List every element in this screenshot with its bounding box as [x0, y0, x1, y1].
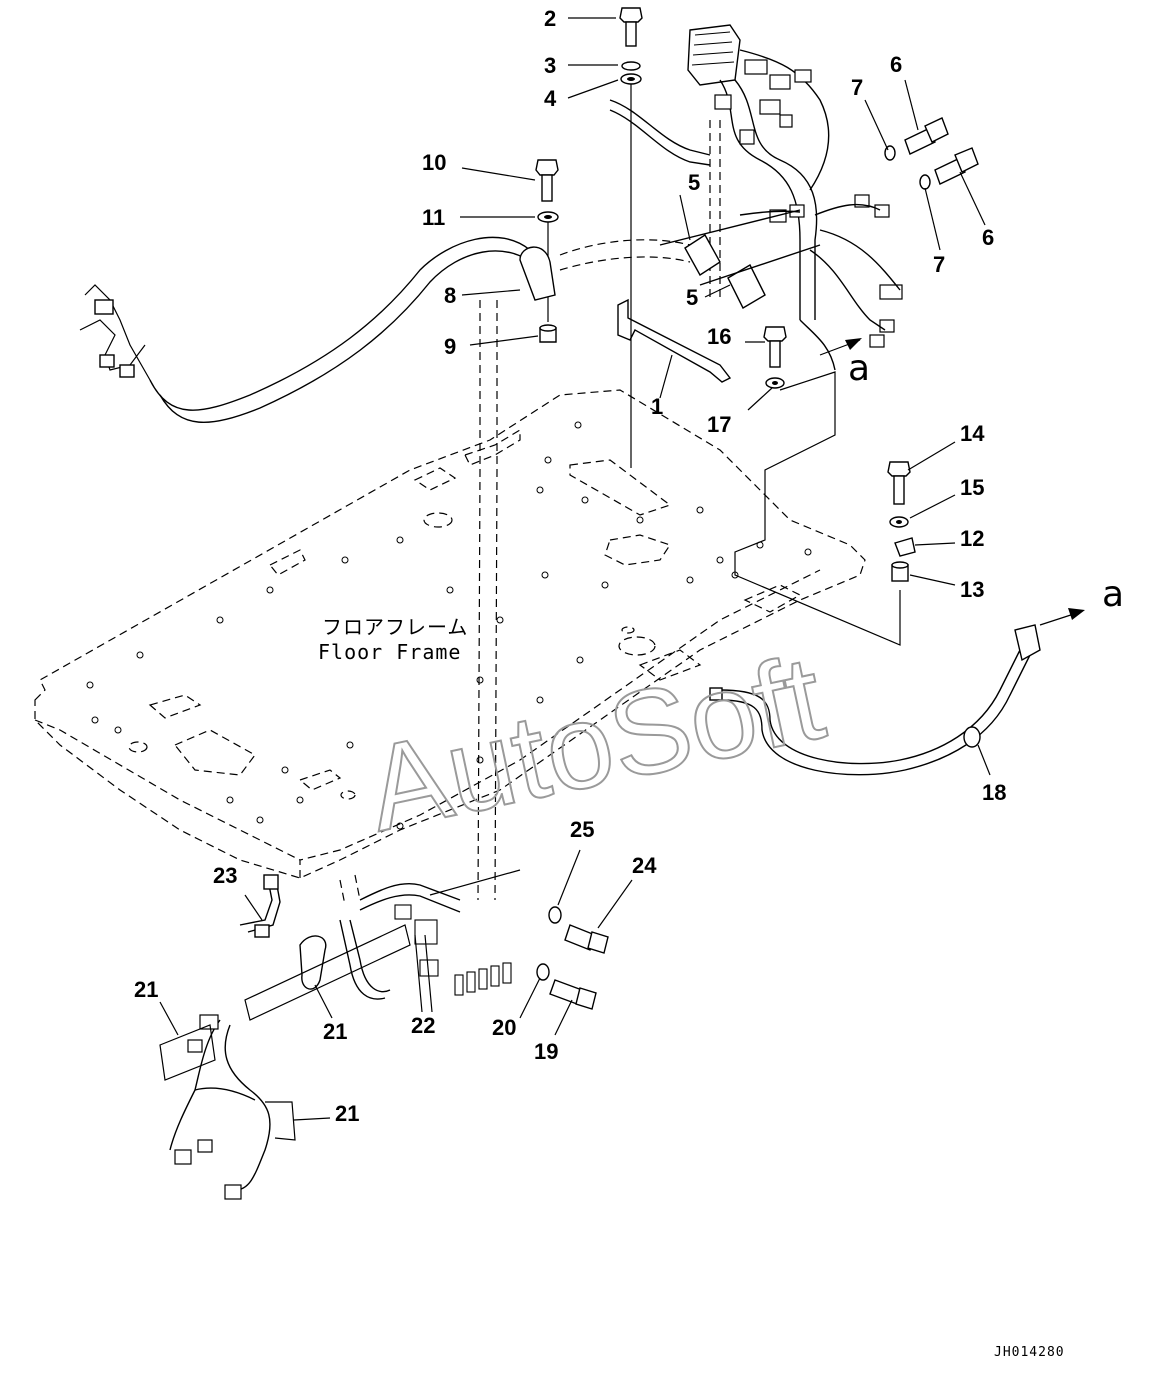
callout-11: 11: [422, 205, 445, 230]
callout-21: 21: [335, 1101, 359, 1126]
callout-2: 2: [544, 6, 556, 31]
left-harness: [79, 236, 691, 423]
callout-labels: 2 3 4 7 6 10 5 11 6 7 8 5 16 9 1 17 14 1…: [134, 6, 1006, 1126]
callout-10: 10: [422, 150, 446, 175]
callout-7: 7: [851, 75, 863, 100]
callout-13: 13: [960, 577, 984, 602]
hardware: [519, 7, 979, 1010]
callout-14: 14: [960, 421, 985, 446]
callout-12: 12: [960, 526, 984, 551]
callout-5: 5: [688, 170, 700, 195]
reference-a-upper: a: [848, 348, 870, 389]
callout-1: 1: [651, 394, 663, 419]
callout-18: 18: [982, 780, 1006, 805]
bracket-part-1: [617, 298, 732, 383]
callout-4: 4: [544, 86, 557, 111]
callout-21: 21: [134, 977, 158, 1002]
callout-8: 8: [444, 283, 456, 308]
callout-7: 7: [933, 252, 945, 277]
reference-a-right: a: [1102, 574, 1124, 615]
watermark: AutoSoft: [356, 630, 834, 857]
drawing-number: JH014280: [994, 1345, 1065, 1360]
callout-24: 24: [632, 853, 657, 878]
callout-9: 9: [444, 334, 456, 359]
floor-frame-label-en: Floor Frame: [318, 640, 461, 664]
callout-5: 5: [686, 285, 698, 310]
callout-3: 3: [544, 53, 556, 78]
callout-6: 6: [982, 225, 994, 250]
vertical-harness-route: [339, 120, 721, 906]
floor-frame-label-jp: フロアフレーム: [322, 615, 468, 639]
upper-assembly: [609, 24, 903, 371]
callout-25: 25: [570, 817, 594, 842]
callout-21: 21: [323, 1019, 347, 1044]
callout-16: 16: [707, 324, 731, 349]
callout-19: 19: [534, 1039, 558, 1064]
ground-cable: [709, 624, 1041, 776]
floor-frame: [34, 389, 866, 879]
callout-23: 23: [213, 863, 237, 888]
callout-6: 6: [890, 52, 902, 77]
callout-15: 15: [960, 475, 984, 500]
callout-17: 17: [707, 412, 731, 437]
callout-20: 20: [492, 1015, 516, 1040]
leader-lines: [159, 17, 1085, 1121]
callout-22: 22: [411, 1013, 435, 1038]
